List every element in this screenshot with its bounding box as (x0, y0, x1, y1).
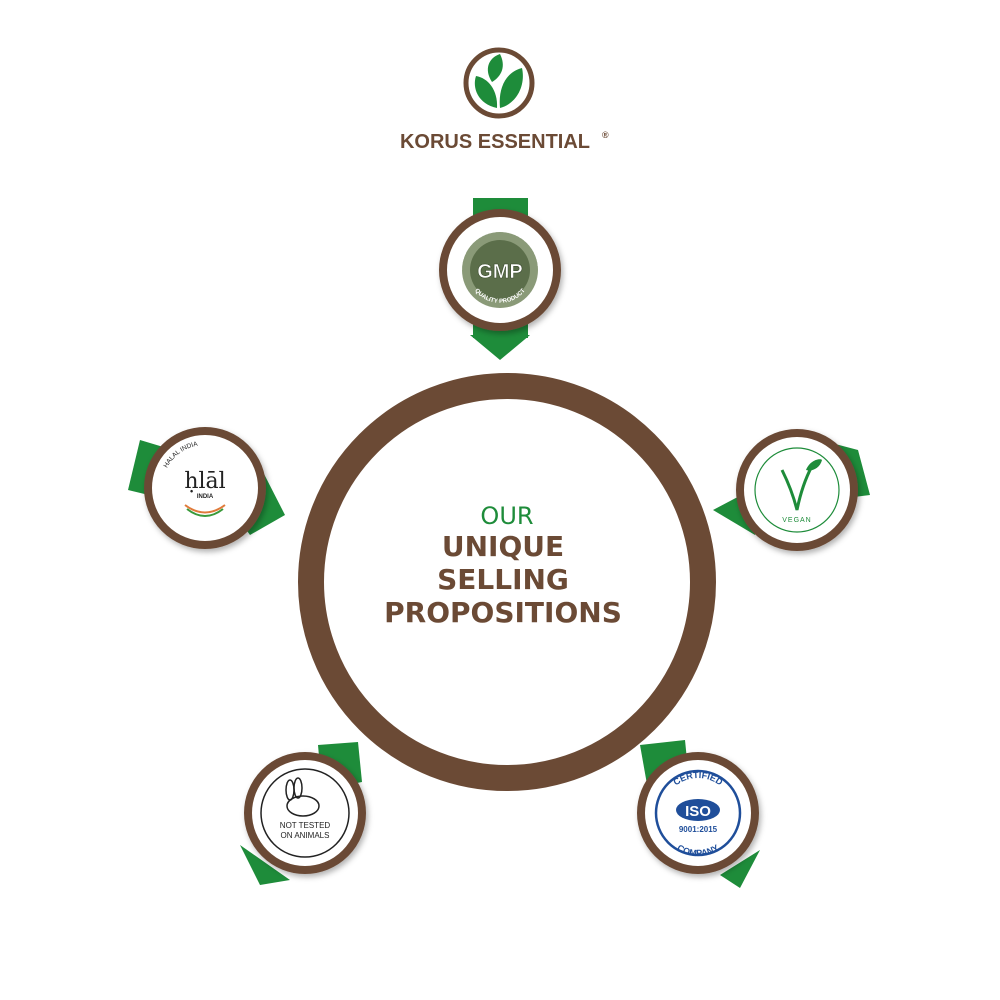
arrow-down-icon (470, 335, 530, 360)
halal-badge: HALAL INDIA ḥlāl INDIA (128, 427, 285, 549)
heading-selling: SELLING (437, 563, 569, 596)
logo-ring (463, 47, 535, 119)
svg-text:COMPANY: COMPANY (676, 843, 721, 859)
iso-company-text: COMPANY (676, 843, 721, 859)
gmp-label: GMP (477, 261, 523, 283)
vegan-badge: VEGAN (713, 429, 870, 551)
leaf-icon (474, 54, 523, 108)
animals-line2: ON ANIMALS (281, 831, 330, 840)
heading-our: OUR (480, 502, 533, 530)
iso-badge: CERTIFIED ISO 9001:2015 COMPANY (637, 740, 760, 888)
halal-india-text: INDIA (197, 494, 214, 500)
heading-unique: UNIQUE (442, 530, 564, 563)
not-tested-on-animals-badge: NOT TESTED ON ANIMALS (240, 742, 366, 885)
vegan-v-icon (780, 465, 814, 511)
iso-number: 9001:2015 (679, 825, 718, 834)
rabbit-icon (285, 777, 320, 817)
vegan-label: VEGAN (782, 517, 812, 524)
halal-script-icon: ḥlāl (184, 469, 225, 494)
leaf-icon (806, 459, 822, 471)
arrow-shaft (240, 845, 290, 885)
registered-mark: ® (602, 130, 609, 140)
brand-name: KORUS ESSENTIAL (400, 131, 590, 153)
animals-line1: NOT TESTED (280, 821, 331, 830)
heading-propositions: PROPOSITIONS (384, 596, 622, 629)
center-ring (298, 373, 716, 791)
iso-label: ISO (685, 803, 711, 820)
arrow-down-right-icon (720, 850, 760, 888)
gmp-badge: GOOD MANUFACTURING PRACTICE GMP QUALITY … (439, 198, 561, 360)
korus-logo: KORUS ESSENTIAL ® (400, 47, 609, 153)
